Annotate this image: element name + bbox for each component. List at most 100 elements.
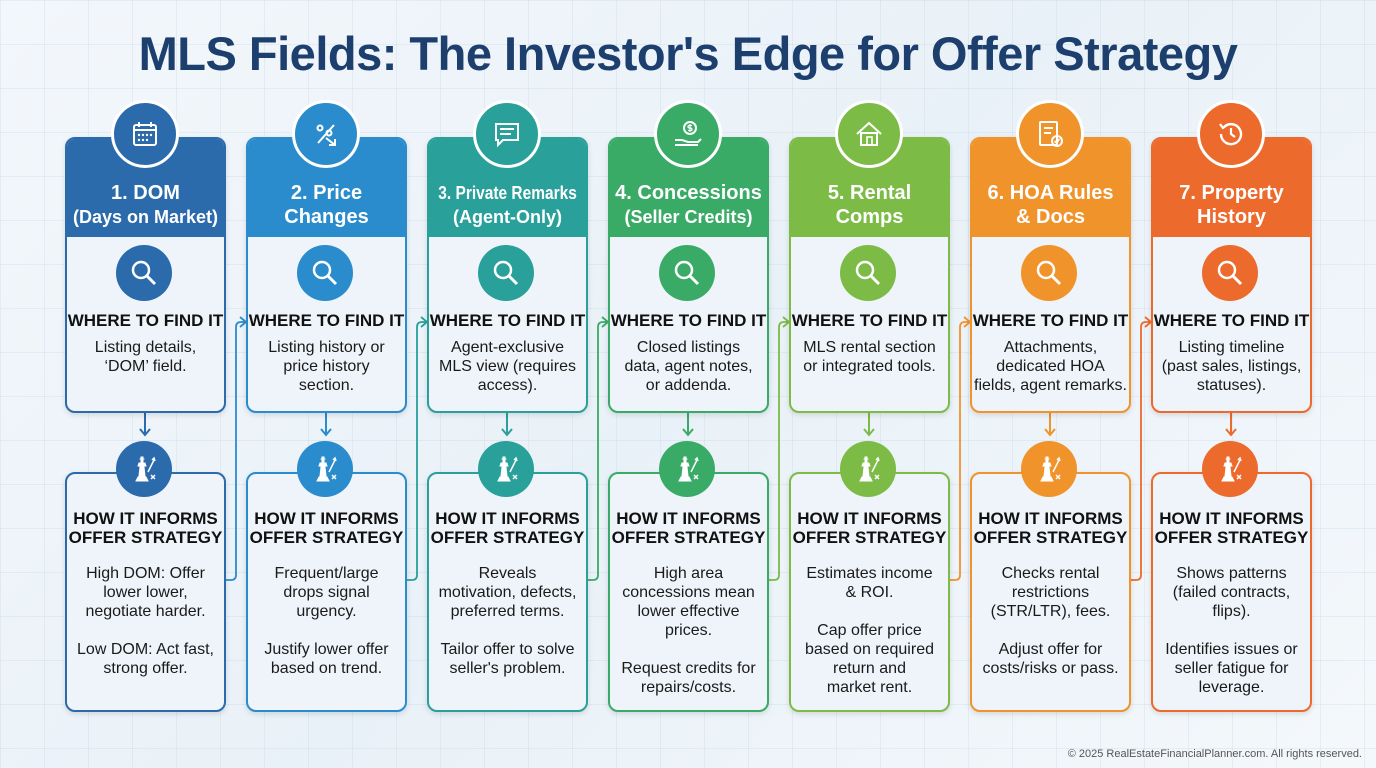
next-column-connector — [948, 316, 972, 581]
chess-strategy-icon — [659, 441, 715, 497]
down-arrow — [501, 412, 513, 437]
where-card: 2. Price Changes — [246, 137, 407, 413]
how-label-line1: HOW IT INFORMS — [435, 509, 580, 528]
how-text: Shows patterns (failed contracts, flips)… — [1165, 565, 1298, 696]
field-title-line1: 6. HOA Rules — [987, 182, 1114, 204]
chess-strategy-icon — [478, 441, 534, 497]
where-text: MLS rental section or integrated tools. — [803, 339, 936, 375]
down-arrow — [863, 412, 875, 437]
where-label: WHERE TO FIND IT — [1153, 311, 1310, 330]
how-label-line2: OFFER STRATEGY — [792, 528, 947, 547]
how-label-line2: OFFER STRATEGY — [68, 528, 223, 547]
field-title-line2: Comps — [835, 206, 904, 228]
how-label-line2: OFFER STRATEGY — [1154, 528, 1309, 547]
how-card — [246, 472, 407, 712]
field-title-line2: History — [1197, 206, 1266, 228]
percent-down-icon — [292, 100, 360, 168]
where-text: Listing details, ‘DOM’ field. — [94, 339, 197, 375]
how-text: High area concessions mean lower effecti… — [621, 565, 756, 696]
money-hand-icon — [654, 100, 722, 168]
document-check-icon — [1016, 100, 1084, 168]
field-title-line2: (Agent-Only) — [453, 207, 562, 227]
field-title: 6. HOA Rules & Docs — [972, 139, 1129, 237]
how-text: Estimates income & ROI. Cap offer price … — [805, 565, 934, 696]
where-label: WHERE TO FIND IT — [791, 311, 948, 330]
down-arrow — [1044, 412, 1056, 437]
how-card — [65, 472, 226, 712]
field-column: 6. HOA Rules & Docs WHERE TO FIND IT Att… — [970, 0, 1131, 768]
field-column: 4. Concessions (Seller Credits) WHERE TO… — [608, 0, 769, 768]
field-title-line2: & Docs — [1016, 206, 1085, 228]
search-icon — [1021, 245, 1077, 301]
down-arrow — [320, 412, 332, 437]
field-column: 3. Private Remarks (Agent-Only) WHERE TO… — [427, 0, 588, 768]
how-label-line2: OFFER STRATEGY — [611, 528, 766, 547]
field-title: 4. Concessions (Seller Credits) — [610, 139, 767, 237]
where-card: 3. Private Remarks (Agent-Only) — [427, 137, 588, 413]
how-text: Frequent/large drops signal urgency. Jus… — [264, 565, 389, 677]
chess-strategy-icon — [1021, 441, 1077, 497]
how-label-line1: HOW IT INFORMS — [616, 509, 761, 528]
search-icon — [297, 245, 353, 301]
page-title: MLS Fields: The Investor's Edge for Offe… — [138, 27, 1238, 80]
how-label-line1: HOW IT INFORMS — [254, 509, 399, 528]
field-column: 5. Rental Comps WHERE TO FIND IT MLS ren… — [789, 0, 950, 768]
where-label: WHERE TO FIND IT — [248, 311, 405, 330]
next-column-connector — [767, 316, 791, 581]
search-icon — [659, 245, 715, 301]
search-icon — [478, 245, 534, 301]
field-title-line1: 3. Private Remarks — [438, 183, 577, 203]
field-title-line1: 7. Property — [1179, 182, 1284, 204]
how-card — [789, 472, 950, 712]
field-title-line1: 1. DOM — [111, 182, 180, 204]
down-arrow — [682, 412, 694, 437]
copyright: © 2025 RealEstateFinancialPlanner.com. A… — [1067, 748, 1362, 760]
search-icon — [1202, 245, 1258, 301]
field-title: 3. Private Remarks (Agent-Only) — [429, 139, 586, 237]
chess-strategy-icon — [840, 441, 896, 497]
how-label-line1: HOW IT INFORMS — [797, 509, 942, 528]
where-label: WHERE TO FIND IT — [972, 311, 1129, 330]
field-title-line1: 4. Concessions — [615, 182, 762, 204]
search-icon — [840, 245, 896, 301]
chess-strategy-icon — [1202, 441, 1258, 497]
where-label: WHERE TO FIND IT — [67, 311, 224, 330]
where-text: Attachments, dedicated HOA fields, agent… — [974, 339, 1127, 394]
chat-icon — [473, 100, 541, 168]
down-arrow — [1225, 412, 1237, 437]
field-title-line2: (Seller Credits) — [624, 207, 753, 227]
field-column: 2. Price Changes WHERE TO FIND IT Listin… — [246, 0, 407, 768]
where-text: Agent-exclusive MLS view (requires acces… — [439, 339, 576, 394]
history-clock-icon — [1197, 100, 1265, 168]
chess-strategy-icon — [116, 441, 172, 497]
next-column-connector — [224, 316, 248, 581]
where-text: Closed listings data, agent notes, or ad… — [624, 339, 753, 394]
how-text: Reveals motivation, defects, preferred t… — [438, 565, 577, 677]
field-title: 1. DOM (Days on Market) — [67, 139, 224, 237]
field-column: 1. DOM (Days on Market) WHERE TO FIND IT… — [65, 0, 226, 768]
how-card — [970, 472, 1131, 712]
house-icon — [835, 100, 903, 168]
how-text: Checks rental restrictions (STR/LTR), fe… — [982, 565, 1119, 677]
field-title: 2. Price Changes — [248, 139, 405, 237]
next-column-connector — [1129, 316, 1153, 581]
field-title-line1: 2. Price — [290, 182, 363, 204]
where-text: Listing timeline (past sales, listings, … — [1161, 339, 1302, 394]
field-title-line2: Changes — [284, 206, 369, 228]
field-column: 7. Property History WHERE TO FIND IT Lis… — [1151, 0, 1312, 768]
how-text: High DOM: Offer lower lower, negotiate h… — [77, 565, 214, 677]
search-icon — [116, 245, 172, 301]
where-text: Listing history or price history section… — [268, 339, 385, 394]
next-column-connector — [586, 316, 610, 581]
calendar-icon — [111, 100, 179, 168]
where-label: WHERE TO FIND IT — [610, 311, 767, 330]
down-arrow — [139, 412, 151, 437]
next-column-connector — [405, 316, 429, 581]
field-title-line2: (Days on Market) — [72, 207, 219, 227]
how-card — [427, 472, 588, 712]
where-card: 5. Rental Comps — [789, 137, 950, 413]
how-label-line1: HOW IT INFORMS — [978, 509, 1123, 528]
how-label-line2: OFFER STRATEGY — [249, 528, 404, 547]
field-title-line1: 5. Rental — [827, 182, 912, 204]
how-label-line1: HOW IT INFORMS — [1159, 509, 1304, 528]
